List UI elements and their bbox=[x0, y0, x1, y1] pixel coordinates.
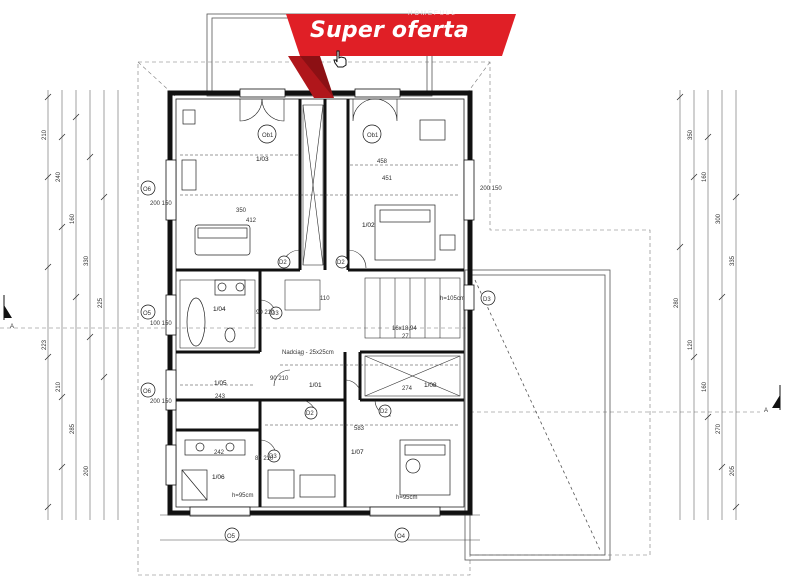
right-dim-label-4: 280 bbox=[674, 297, 680, 308]
nadciag-label: Nadciąg - 25x25cm bbox=[282, 350, 334, 356]
tag-o5-bottom: O5 bbox=[227, 534, 236, 540]
tag-d3-a: D3 bbox=[271, 311, 279, 317]
right-dim-label-8: 205 bbox=[730, 465, 736, 476]
dim-458: 458 bbox=[377, 159, 388, 165]
tag-circles bbox=[140, 124, 496, 543]
window-200-150-right: 200 150 bbox=[480, 186, 502, 192]
right-dim-label-6: 160 bbox=[702, 381, 708, 392]
sill-height-c: h=105cm bbox=[440, 296, 465, 302]
tag-o6-mid: O6 bbox=[143, 389, 152, 395]
tag-d2-b: D2 bbox=[337, 260, 345, 266]
window-200-150-left: 200 150 bbox=[150, 201, 172, 207]
tag-ob1-left: Ob1 bbox=[262, 133, 274, 139]
sill-height-a: h=95cm bbox=[232, 493, 254, 499]
room-label-101: 1/01 bbox=[309, 382, 322, 389]
super-oferta-badge[interactable] bbox=[280, 12, 520, 100]
dim-243: 243 bbox=[215, 394, 226, 400]
left-dim-label-8: 200 bbox=[84, 465, 90, 476]
sill-height-b: h=95cm bbox=[396, 495, 418, 501]
hand-cursor-icon bbox=[333, 50, 347, 68]
badge-label[interactable]: Super oferta bbox=[310, 18, 469, 43]
window-200-150-mid: 200 150 bbox=[150, 399, 172, 405]
dim-242: 242 bbox=[214, 450, 225, 456]
badge-fold-shadow bbox=[300, 56, 334, 98]
left-dim-label-5: 223 bbox=[42, 339, 48, 350]
badge-brand-text: HOMEFULL bbox=[408, 11, 457, 17]
room-label-102: 1/02 bbox=[362, 222, 375, 229]
stairs-count: 27 bbox=[402, 334, 409, 340]
stairs-label: 16x18,94 bbox=[392, 326, 417, 332]
inner-walls bbox=[176, 99, 464, 507]
dim-110: 110 bbox=[320, 296, 330, 302]
door-90-210-b: 90 210 bbox=[270, 376, 289, 382]
right-dim-label-0: 350 bbox=[688, 129, 694, 140]
section-label-right: A bbox=[764, 408, 768, 414]
tag-labels: Ob1 Ob1 O6 O5 O6 D3 O5 O4 D2 D2 D3 D2 D2… bbox=[143, 133, 491, 540]
left-dim-label-3: 330 bbox=[84, 255, 90, 266]
left-dim-label-0: 210 bbox=[42, 129, 48, 140]
room-label-108: 1/08 bbox=[424, 382, 437, 389]
tag-o5: O5 bbox=[143, 311, 152, 317]
badge-ribbon bbox=[286, 14, 516, 56]
left-dimension-labels: 210 240 160 330 225 223 210 285 200 bbox=[42, 129, 104, 476]
left-dimension-lines bbox=[47, 90, 119, 520]
roof-outline bbox=[0, 61, 760, 576]
door-90-210: 90 210 bbox=[256, 310, 275, 316]
room-label-103: 1/03 bbox=[256, 156, 269, 163]
furniture bbox=[181, 109, 456, 501]
room-label-104: 1/04 bbox=[213, 306, 226, 313]
dimension-ticks bbox=[44, 93, 740, 511]
window-100-150: 100 150 bbox=[150, 321, 172, 327]
left-dim-label-7: 285 bbox=[70, 423, 76, 434]
dim-350: 350 bbox=[236, 208, 247, 214]
left-dim-label-1: 240 bbox=[56, 171, 62, 182]
right-dim-label-2: 300 bbox=[716, 213, 722, 224]
terrace bbox=[464, 269, 611, 561]
dim-274: 274 bbox=[402, 386, 413, 392]
right-dim-label-5: 120 bbox=[688, 339, 694, 350]
dim-412: 412 bbox=[246, 218, 257, 224]
dim-583: 583 bbox=[354, 426, 365, 432]
tag-o6-top: O6 bbox=[143, 187, 152, 193]
door-80-210: 80 210 bbox=[255, 456, 274, 462]
room-label-106: 1/06 bbox=[212, 474, 225, 481]
tag-d2-c: D2 bbox=[306, 411, 314, 417]
tag-d3-b: D3 bbox=[269, 454, 277, 460]
right-dim-label-1: 160 bbox=[702, 171, 708, 182]
right-dimension-lines bbox=[679, 90, 737, 520]
tag-ob1-right: Ob1 bbox=[367, 133, 379, 139]
interior-lines bbox=[179, 104, 461, 426]
tag-o4-bottom: O4 bbox=[397, 534, 406, 540]
annotation-labels: Nadciąg - 25x25cm 16x18,94 27 h=95cm h=9… bbox=[10, 159, 768, 501]
room-labels: 1/03 1/02 1/04 1/05 1/01 1/08 1/06 1/07 bbox=[212, 156, 437, 481]
section-label-left: A bbox=[10, 324, 14, 330]
right-dimension-labels: 350 160 300 335 280 120 160 270 205 bbox=[674, 129, 736, 476]
section-marker-left bbox=[3, 295, 12, 320]
tag-d3-right: D3 bbox=[483, 297, 491, 303]
windows bbox=[165, 88, 475, 517]
left-dim-label-2: 160 bbox=[70, 213, 76, 224]
bottom-dimension-lines bbox=[160, 514, 480, 541]
right-dim-label-3: 335 bbox=[730, 255, 736, 266]
room-label-105: 1/05 bbox=[214, 380, 227, 387]
tag-d2-a: D2 bbox=[279, 260, 287, 266]
door-swings bbox=[239, 98, 398, 457]
room-label-107: 1/07 bbox=[351, 449, 364, 456]
section-marker-right bbox=[772, 385, 781, 410]
right-dim-label-7: 270 bbox=[716, 423, 722, 434]
left-dim-label-6: 210 bbox=[56, 381, 62, 392]
dim-451: 451 bbox=[382, 176, 393, 182]
left-dim-label-4: 225 bbox=[98, 297, 104, 308]
tag-d2-d: D2 bbox=[380, 409, 388, 415]
badge-fold bbox=[288, 56, 334, 98]
